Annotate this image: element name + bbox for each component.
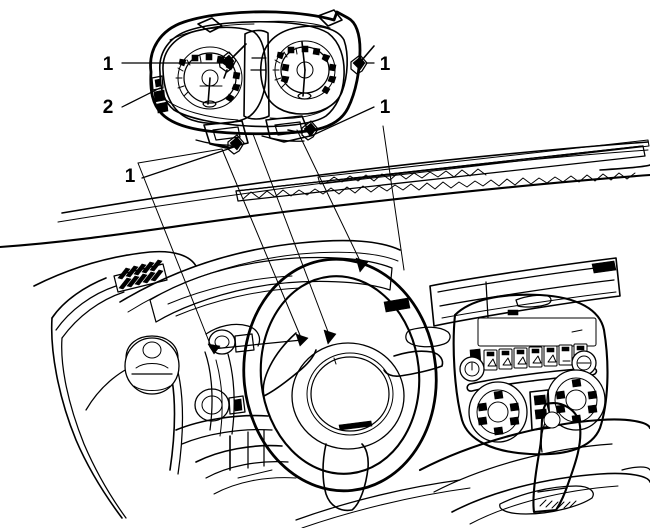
left-side-defroster-vent [113, 259, 168, 293]
projection-arrow-center-2 [323, 329, 337, 345]
hvac-right-knob[interactable] [546, 369, 606, 431]
exploded-projection-lines [137, 125, 405, 355]
passenger-vent-outline [429, 257, 621, 327]
speedometer-needle [207, 77, 211, 105]
defroster-vent-top-edge [235, 145, 644, 192]
steering-wheel-spoke-right [383, 350, 444, 377]
passenger-vent-slat-2 [439, 279, 615, 307]
cluster-bezel-opening [149, 256, 393, 323]
cluster-retaining-screws [211, 43, 375, 155]
shift-plate-grille [539, 499, 577, 509]
tachometer-minor-ticks [272, 47, 298, 89]
floor-edge [295, 479, 461, 521]
screw-upper-left [218, 43, 247, 79]
windshield-defroster-vent [235, 145, 646, 202]
airbag-hub-mark-top [333, 357, 337, 365]
projection-arrow-left-2 [295, 333, 309, 347]
projection-arrow-left [207, 343, 221, 355]
defroster-upper-slots [325, 168, 487, 184]
callout-label-1-upper-right: 1 [380, 54, 391, 75]
screw-lower-right [287, 120, 319, 141]
callout-label-1-lower-left: 1 [125, 166, 136, 187]
instrument-panel-assembly [0, 139, 650, 528]
callout-label-2-cluster: 2 [103, 97, 114, 118]
projection-left-top [137, 148, 223, 164]
projection-center-1 [252, 133, 331, 338]
console-trim-edge [451, 472, 650, 513]
floor-edge-2 [301, 487, 471, 528]
projection-right-1 [382, 125, 405, 271]
tachometer-needle-lower [302, 69, 306, 97]
center-console [418, 402, 650, 525]
hvac-left-knob[interactable] [468, 381, 528, 443]
tachometer-needle [301, 41, 306, 71]
console-top-edge [418, 418, 650, 472]
windshield-base-line [61, 141, 649, 214]
defroster-upper-outline [317, 139, 650, 185]
projection-center-2 [296, 129, 363, 266]
dash-top-front-edge [0, 173, 650, 249]
center-stack [452, 293, 609, 456]
cluster-bezel-inner-line [167, 275, 293, 305]
cluster-hood-brow [119, 239, 401, 303]
leader-1-lower-left [141, 145, 238, 179]
callout-label-1-lower-right: 1 [380, 97, 391, 118]
projection-arrow-center [355, 257, 369, 273]
steering-wheel-rim-outer [242, 257, 438, 493]
cluster-shading [165, 20, 331, 121]
defroster-vent-slots [242, 172, 636, 200]
passenger-vent-divider [485, 281, 489, 319]
projection-left-down [137, 162, 213, 350]
callout-label-1-upper-left: 1 [103, 54, 114, 75]
cluster-bezel-inner-line-2 [175, 287, 301, 317]
speedometer-needle-hub [202, 100, 217, 108]
console-right-panel [621, 466, 650, 471]
center-stack-bezel [452, 293, 609, 456]
console-inner-edge [433, 443, 613, 493]
shift-button[interactable] [543, 411, 561, 429]
lower-dash-knee-bolster [175, 414, 297, 495]
cluster-center-divider [243, 29, 270, 120]
defroster-vent-upper-strip [317, 139, 650, 185]
steering-wheel-spoke-bottom [322, 443, 369, 512]
headlamp-switch[interactable] [124, 335, 180, 395]
steering-wheel-rim-inner [259, 275, 421, 475]
airbag-emblem [338, 420, 373, 431]
steering-wheel-control-right[interactable] [405, 326, 451, 348]
passenger-vent-slat-1 [437, 265, 613, 293]
callout-labels: 1 2 1 1 1 [103, 54, 391, 187]
radio-display-marker [571, 329, 583, 333]
tachometer-gauge [272, 40, 337, 100]
console-trim-edge-2 [469, 485, 619, 525]
tachometer-ticks [276, 45, 337, 95]
radio-power-knob[interactable] [459, 356, 485, 382]
screw-upper-right [350, 45, 375, 75]
passenger-vent-indicator [591, 260, 617, 274]
callout-leader-lines [121, 62, 375, 179]
projection-left-down-2 [221, 148, 303, 341]
gear-shift-lever[interactable] [532, 402, 582, 514]
shift-plate [499, 485, 594, 515]
passenger-air-vent [429, 257, 621, 327]
steering-wheel-spoke-left [262, 332, 317, 397]
projection-left-bottom [211, 339, 303, 350]
right-gauge-pod [259, 25, 348, 115]
passenger-vent-slat-3 [441, 291, 617, 319]
radio-top-indicator [507, 309, 519, 316]
tachometer-needle-hub [297, 92, 312, 100]
steering-wheel[interactable] [232, 250, 451, 512]
cluster-bezel-inner [159, 20, 345, 128]
left-vent-slots [117, 259, 164, 290]
airbag-hub-mid [306, 352, 394, 436]
leader-2-cluster [121, 87, 161, 108]
right-pillar-line [599, 164, 650, 171]
leader-1-lower-right [310, 106, 375, 137]
steering-wheel-control-badge [383, 297, 411, 313]
windshield-base-line-secondary [57, 149, 649, 223]
cluster-left-tabs [151, 75, 169, 114]
radio-display [477, 317, 597, 347]
airbag-hub-inner [310, 356, 390, 432]
